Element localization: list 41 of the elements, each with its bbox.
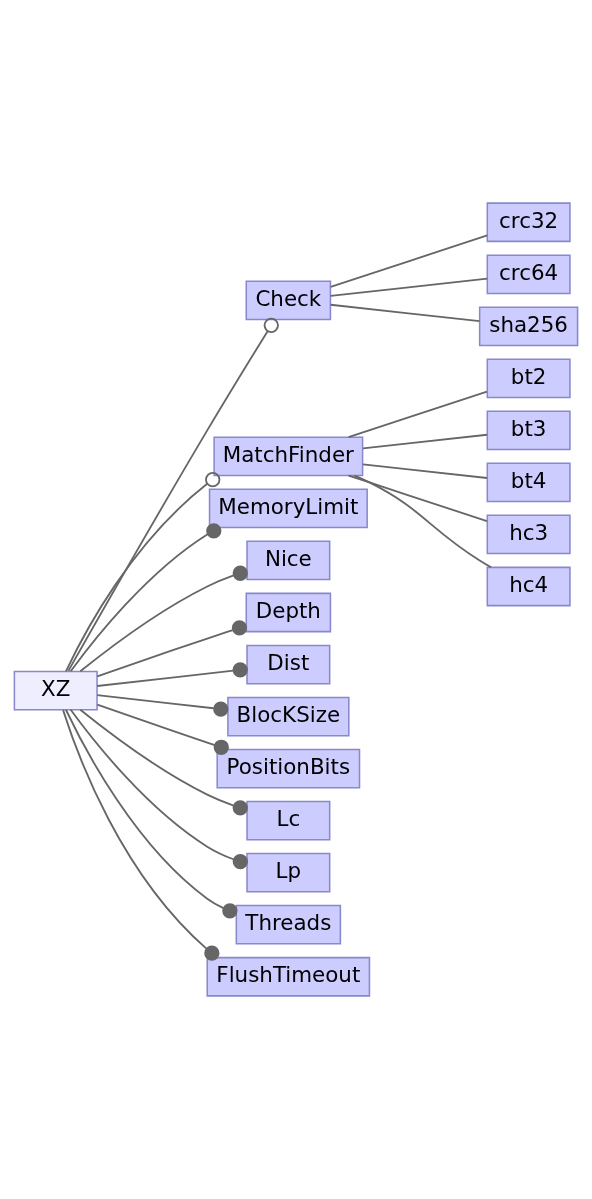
- node-box: MemoryLimit: [208, 488, 368, 529]
- connector: [96, 662, 248, 687]
- node-box: Depth: [245, 592, 332, 633]
- connector: [69, 708, 248, 870]
- node-box: crc32: [486, 202, 571, 243]
- connector: [353, 474, 493, 569]
- connector: [79, 708, 248, 816]
- connector: [96, 703, 229, 755]
- connector: [65, 708, 238, 919]
- node-box: bt3: [486, 410, 571, 451]
- node-box: BlocKSize: [227, 696, 350, 737]
- connector: [69, 523, 222, 673]
- node-box: FlushTimeout: [206, 956, 371, 997]
- node-box: MatchFinder: [213, 436, 364, 477]
- node-box: Check: [245, 280, 332, 321]
- node-box: Lp: [246, 852, 331, 893]
- connector: [329, 277, 489, 297]
- node-box: hc3: [486, 514, 571, 555]
- node-box: Threads: [235, 904, 342, 945]
- node-box: hc4: [486, 566, 571, 607]
- connector: [362, 433, 488, 450]
- node-box: XZ: [13, 670, 98, 711]
- node-box: bt2: [486, 358, 571, 399]
- node-box: bt4: [486, 462, 571, 503]
- connector: [329, 303, 481, 323]
- connector: [79, 565, 248, 673]
- node-box: PositionBits: [216, 748, 361, 789]
- connector: [347, 474, 488, 523]
- connector: [362, 463, 488, 479]
- connector: [347, 390, 488, 439]
- connector: [96, 694, 229, 717]
- connector: [62, 709, 220, 961]
- node-box: Dist: [246, 644, 331, 685]
- connector: [329, 234, 489, 288]
- node-box: sha256: [478, 306, 579, 347]
- node-box: crc64: [486, 254, 571, 295]
- connector: [96, 620, 248, 678]
- node-box: Lc: [246, 800, 331, 841]
- connector: [65, 472, 221, 673]
- connector: [67, 317, 279, 672]
- node-box: Nice: [246, 540, 331, 581]
